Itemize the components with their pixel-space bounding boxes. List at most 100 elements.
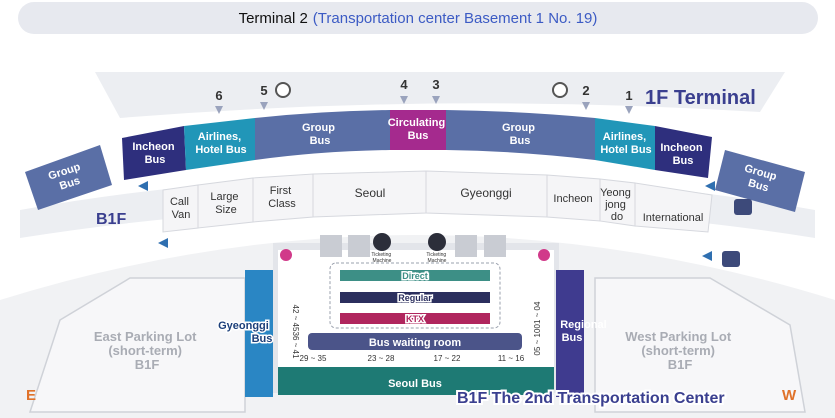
ticketing-machine: Ticketing Machine Ticketing Machine xyxy=(371,233,447,264)
floor-1f-label: 1F Terminal xyxy=(645,87,756,109)
svg-text:Airlines, Hotel Bus: Airlines, Hotel Bus xyxy=(195,131,246,156)
zone-label: Incheon xyxy=(660,142,702,154)
regular-lane xyxy=(340,292,490,303)
zone-airlines-hotel-right xyxy=(595,118,655,170)
svg-text:Large Size: Large Size xyxy=(210,191,241,216)
gate-number: 2 xyxy=(582,83,589,98)
svg-text:First Class: First Class xyxy=(268,185,296,210)
parking-label: (short-term) xyxy=(108,343,182,358)
info-icon xyxy=(280,249,292,261)
parking-label: B1F xyxy=(135,357,160,372)
svg-text:Ticketing Machine: Ticketing Machine xyxy=(371,252,392,264)
svg-text:Group Bus: Group Bus xyxy=(302,122,338,147)
ticketing-label: Machine xyxy=(373,258,392,264)
svg-text:Regional Bus: Regional Bus xyxy=(560,319,610,344)
parking-label: West Parking Lot xyxy=(625,329,732,344)
counter-label: Incheon xyxy=(553,193,592,205)
svg-text:East Parking Lot (short-te: East Parking Lot (short-term) B1F xyxy=(94,329,200,372)
counter-label: Call xyxy=(170,196,189,208)
svg-text:Incheon Bus: Incheon Bus xyxy=(132,141,177,166)
gate-down-arrow xyxy=(432,96,440,104)
gate-down-arrow xyxy=(260,102,268,110)
escalator xyxy=(348,235,370,257)
compass-east: E xyxy=(26,387,36,404)
regional-bus-label: Bus xyxy=(562,332,583,344)
gate-down-arrow xyxy=(625,106,633,114)
b1f-counters: Call Van Large Size First Class Seoul Gy… xyxy=(162,170,713,233)
bus-waiting-room xyxy=(308,333,522,350)
left-arrow xyxy=(138,181,148,191)
parking-label: B1F xyxy=(668,357,693,372)
center-inner xyxy=(278,250,554,370)
escalator xyxy=(455,235,477,257)
zone-label: Bus xyxy=(310,135,331,147)
gate-number: 3 xyxy=(432,77,439,92)
platform-range: 36 ~ 41 xyxy=(291,332,300,359)
gate-number: 4 xyxy=(400,77,408,92)
counter-label: Seoul xyxy=(355,186,386,200)
platform-range: 11 ~ 16 xyxy=(498,354,525,363)
counter-large-size xyxy=(197,177,254,229)
zone-label: Hotel Bus xyxy=(600,144,651,156)
regional-bus-label: Regional xyxy=(560,319,606,331)
svg-text:Incheon Bus: Incheon Bus xyxy=(660,142,705,167)
zone-label: Group xyxy=(302,122,335,134)
gyeonggi-bus-label: Bus xyxy=(252,333,273,345)
platform-range: 23 ~ 28 xyxy=(368,354,395,363)
platform-range: 42 ~ 45 xyxy=(291,305,300,332)
escalator xyxy=(320,235,342,257)
svg-text:Circulating Bus: Circulating Bus xyxy=(388,117,449,142)
accessible-icon xyxy=(275,82,568,98)
seoul-bus-zone xyxy=(278,367,554,395)
ktx-lane xyxy=(340,313,490,324)
zone-label: Incheon xyxy=(132,141,174,153)
direction-arrows xyxy=(138,181,715,261)
title-bar: Terminal 2 (Transportation center Baseme… xyxy=(18,2,818,34)
counter-international xyxy=(634,182,713,233)
svg-text:Airlines, Hotel Bus: Airlines, Hotel Bus xyxy=(600,131,651,156)
platform-numbers-bottom: 29 ~ 35 23 ~ 28 17 ~ 22 11 ~ 16 xyxy=(300,354,525,363)
zone-group-bus-far-left xyxy=(25,145,112,210)
platform-numbers-left: 42 ~ 45 36 ~ 41 xyxy=(291,305,300,359)
zone-label: Airlines, xyxy=(198,131,241,143)
waiting-room-label: Bus waiting room xyxy=(369,337,462,349)
title-subtitle: (Transportation center Basement 1 No. 19… xyxy=(312,9,598,27)
zone-group-bus-left xyxy=(255,110,390,160)
counter-label: Yeong xyxy=(600,187,631,199)
counter-label: jong xyxy=(604,199,626,211)
escalator xyxy=(484,235,506,257)
zone-label: Hotel Bus xyxy=(195,144,246,156)
counter-label: Large xyxy=(210,191,238,203)
zone-incheon-bus-left xyxy=(122,126,186,180)
counter-label: do xyxy=(611,211,623,223)
svg-text:Ticketing Machine: Ticketing Machine xyxy=(426,252,447,264)
zone-label: Airlines, xyxy=(603,131,646,143)
transportation-center: Ticketing Machine Ticketing Machine Dire… xyxy=(217,233,610,397)
zone-label: Group xyxy=(502,122,535,134)
zone-label: Bus xyxy=(145,154,166,166)
upper-roof-band xyxy=(95,72,785,118)
floor-b1f-label: B1F xyxy=(96,211,126,228)
gate-down-arrow xyxy=(582,102,590,110)
zone-incheon-bus-right xyxy=(655,126,712,178)
svg-text:Yeong jong do: Yeong jong do xyxy=(600,187,634,223)
regular-label: Regular xyxy=(398,293,432,303)
gates: 6 5 4 3 2 1 xyxy=(215,77,632,103)
ticketing-label: Ticketing xyxy=(426,252,446,258)
svg-text:West Parking Lot (short-te: West Parking Lot (short-term) B1F xyxy=(625,329,735,372)
counter-label: International xyxy=(643,212,704,224)
gate-number: 6 xyxy=(215,88,222,103)
ticketing-label: Machine xyxy=(428,258,447,264)
platform-numbers-right: 01 ~ 04 05 ~ 10 xyxy=(533,301,542,355)
gate-number: 5 xyxy=(260,83,267,98)
gyeonggi-bus-label: Gyeonggi xyxy=(218,320,269,332)
platform-range: 17 ~ 22 xyxy=(434,354,461,363)
zone-airlines-hotel-left xyxy=(184,118,255,170)
gate-arrows xyxy=(215,96,633,114)
seoul-bus-label: Seoul Bus xyxy=(388,378,442,390)
zone-circulating-bus xyxy=(390,110,446,150)
svg-text:Gyeonggi Bus: Gyeonggi Bus xyxy=(218,320,272,345)
zone-label: Circulating xyxy=(388,117,445,129)
parking-label: East Parking Lot xyxy=(94,329,197,344)
info-icon xyxy=(538,249,550,261)
